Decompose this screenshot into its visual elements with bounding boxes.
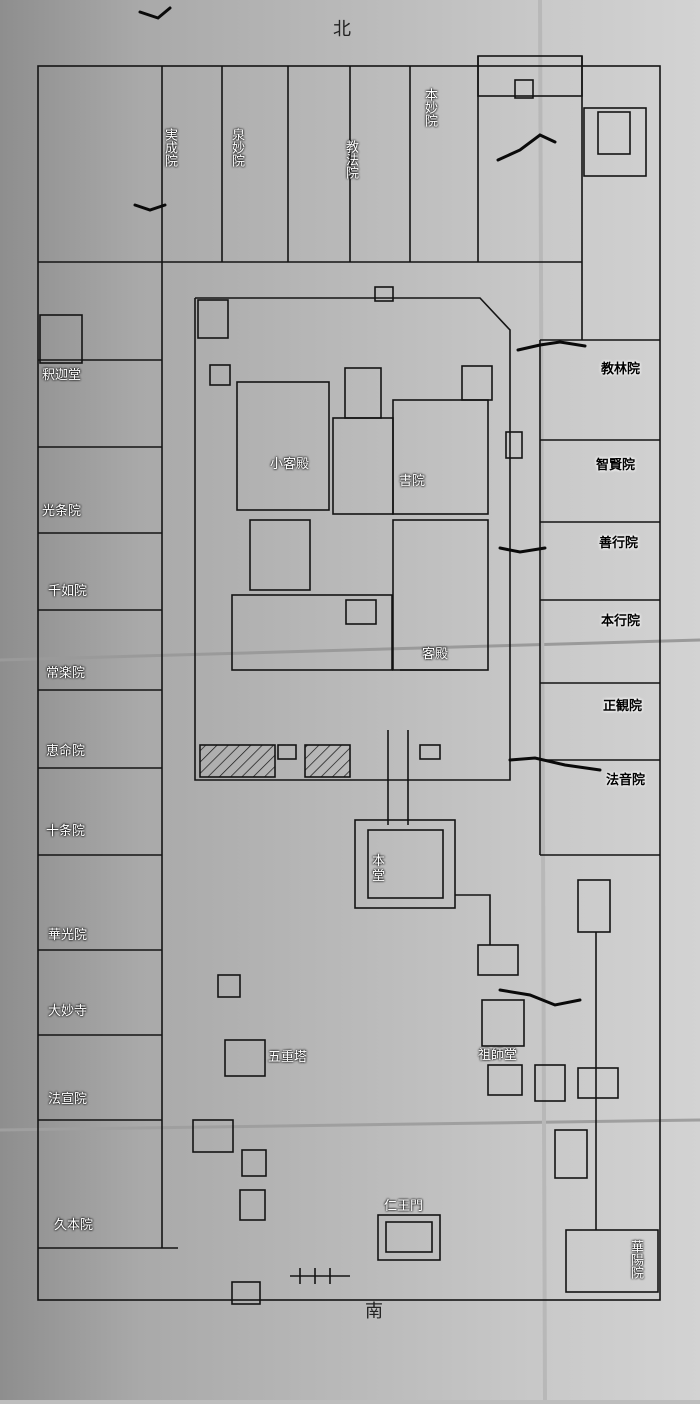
keyoin-building [565, 1229, 659, 1293]
label-gojunoto: 五重塔 [268, 1050, 308, 1065]
hatched-corridor [199, 744, 276, 778]
building-block [345, 599, 377, 625]
north-mark: 北 [333, 19, 351, 40]
label-chikenin: 智賢院 [596, 458, 636, 473]
paper-crack [508, 756, 602, 772]
label-kekoin: 華光院 [48, 928, 88, 943]
paper-crack [516, 340, 587, 352]
gate-box [374, 286, 394, 302]
label-hondo: 本堂 [372, 854, 386, 884]
niomon-inner [385, 1221, 433, 1253]
plot-annex [477, 55, 583, 97]
building-block [209, 364, 231, 386]
building-block [583, 107, 647, 177]
building-block [554, 1129, 588, 1179]
building-block [597, 111, 631, 155]
shoin-building [332, 417, 394, 515]
label-jujoin: 十条院 [46, 824, 86, 839]
gate-box [514, 79, 534, 99]
label-honmyoin: 本妙院 [422, 88, 437, 127]
gate-box [419, 744, 441, 760]
paper-fold [0, 1118, 700, 1132]
building-block [577, 1067, 619, 1099]
building-block [534, 1064, 566, 1102]
building-block [344, 367, 382, 419]
paper-fold [538, 0, 547, 1401]
label-kyohoin: 教法院 [343, 140, 358, 179]
paper-crack [498, 546, 547, 554]
hondo-inner [367, 829, 444, 899]
label-niomon: 仁王門 [384, 1199, 424, 1214]
building-block [461, 365, 493, 401]
label-kyakuden: 客殿 [422, 647, 449, 662]
label-keyoin: 華陽院 [628, 1240, 643, 1279]
label-hongyoin: 本行院 [601, 614, 641, 629]
building-block [231, 594, 393, 671]
label-hoonin: 法音院 [606, 773, 646, 788]
gate-box [505, 431, 523, 459]
hatched-corridor [304, 744, 351, 778]
label-kuhonin: 久本院 [54, 1218, 94, 1233]
label-shokanin: 正観院 [603, 699, 643, 714]
building-block [217, 974, 241, 998]
label-shakado: 釈迦堂 [42, 368, 82, 383]
paper-fold [0, 638, 700, 662]
label-emyoin: 恵命院 [46, 744, 86, 759]
building-block [487, 1064, 523, 1096]
label-hosenin: 法宣院 [48, 1092, 88, 1107]
south-gate [231, 1281, 261, 1305]
south-mark: 南 [365, 1301, 383, 1322]
label-senmyoin: 泉妙院 [229, 128, 244, 167]
corridor [455, 894, 491, 945]
label-jitsujoin: 実成院 [162, 128, 177, 167]
building-block [392, 399, 489, 515]
building-block [577, 879, 611, 933]
label-sennyoin: 千如院 [48, 584, 88, 599]
label-shoin: 書院 [399, 474, 426, 489]
central-enclosure [194, 297, 511, 781]
soshido-building [481, 999, 525, 1047]
building-block [241, 1149, 267, 1177]
paper-crack [496, 133, 557, 162]
building-block [249, 519, 311, 591]
hondo-building [354, 819, 456, 909]
label-soshido: 祖師堂 [478, 1048, 518, 1063]
gojunoto-building [224, 1039, 266, 1077]
label-daimyoji: 大妙寺 [48, 1004, 88, 1019]
label-kyorinin: 教林院 [601, 362, 641, 377]
building-block [197, 299, 229, 339]
gate-box [277, 744, 297, 760]
building-block [477, 944, 519, 976]
label-jorakuin: 常楽院 [46, 666, 86, 681]
label-kokyakuden: 小客殿 [270, 457, 310, 472]
kokyakuden-building [236, 381, 330, 511]
label-kojoin: 光条院 [42, 504, 82, 519]
paper-crack [498, 988, 582, 1007]
paper-crack [138, 6, 172, 20]
building-block [192, 1119, 234, 1153]
building-block [239, 1189, 266, 1221]
paper-crack [133, 203, 167, 212]
niomon-building [377, 1214, 441, 1261]
shakado-building [39, 314, 83, 364]
label-zengyoin: 善行院 [599, 536, 639, 551]
